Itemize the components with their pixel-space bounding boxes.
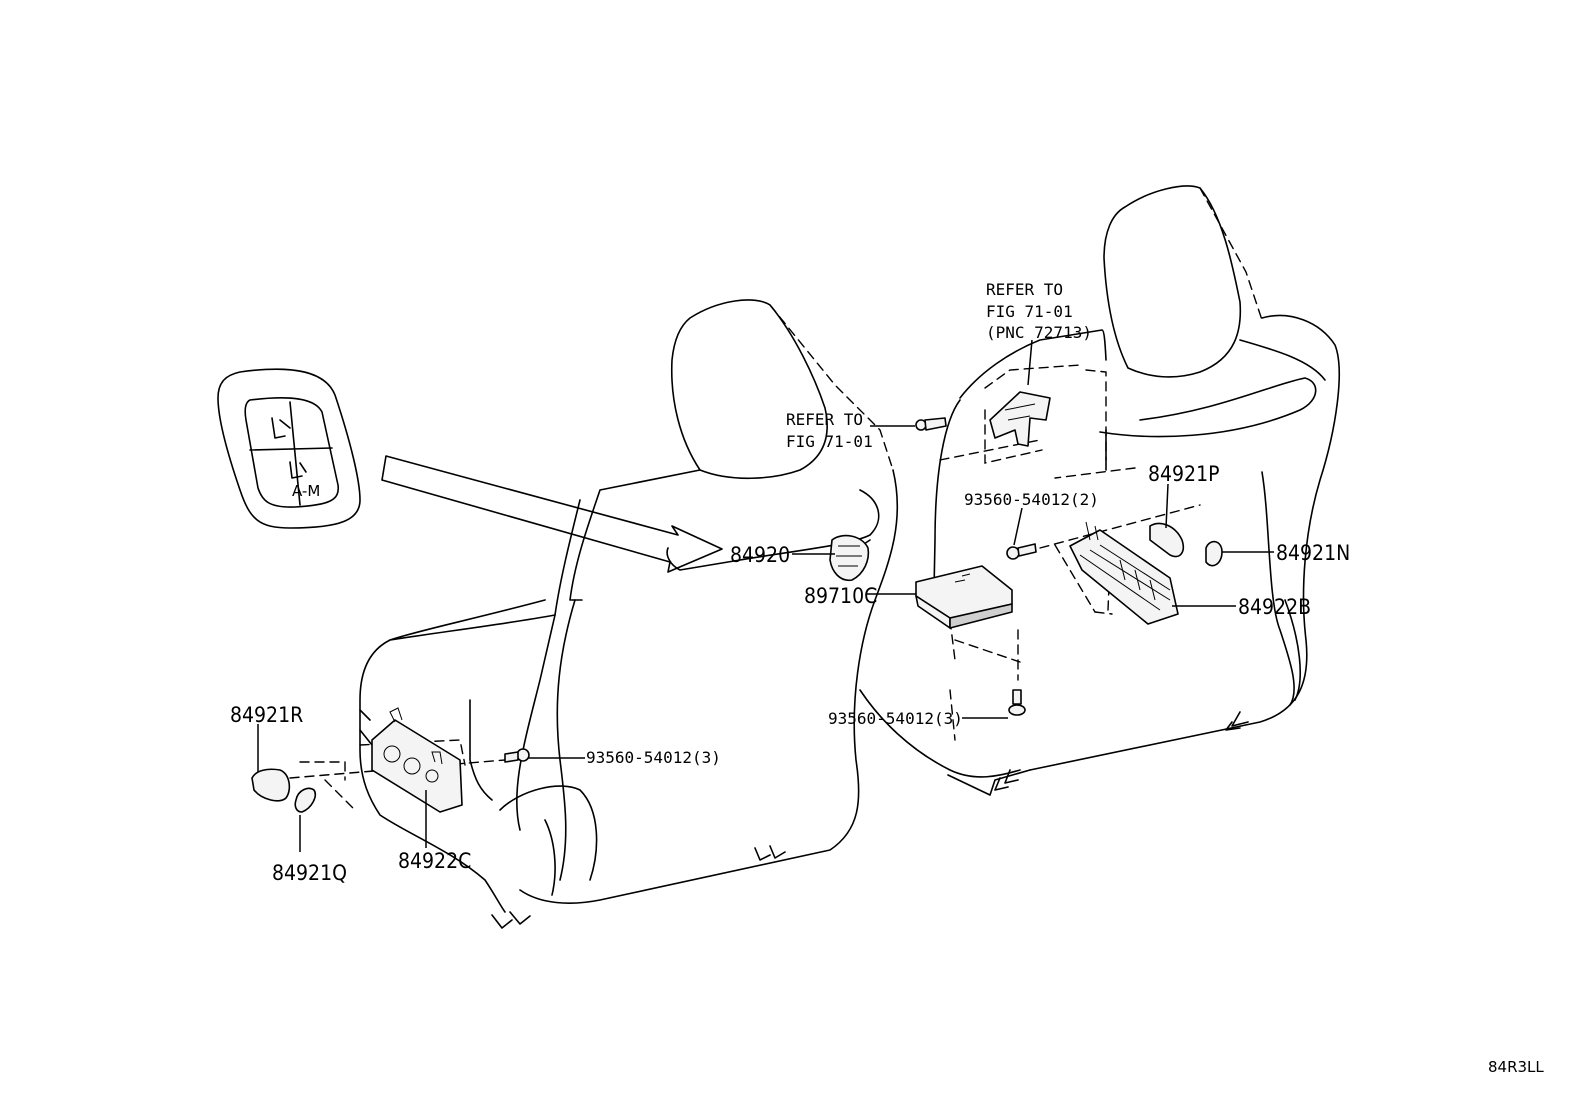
label-bolt-93560-3-right: 93560-54012(3)	[828, 709, 963, 728]
label-84921n: 84921N	[1276, 541, 1350, 565]
diagram-code: 84R3LL	[1488, 1058, 1544, 1076]
screw-93560-2	[1006, 543, 1037, 560]
label-84922b: 84922B	[1238, 595, 1311, 619]
refer-left-line2: FIG 71-01	[786, 432, 873, 451]
refer-top-line1: REFER TO	[986, 280, 1063, 299]
screw-refer	[915, 417, 947, 431]
rear-seat-outline	[859, 185, 1340, 796]
refer-left-line1: REFER TO	[786, 410, 863, 429]
part-84921n-knob	[1205, 540, 1223, 567]
part-89710c-module	[915, 565, 1013, 629]
inset-switch-caption: A-M	[292, 482, 320, 500]
label-bolt-93560-2: 93560-54012(2)	[964, 490, 1099, 509]
part-84921q-knob	[294, 787, 317, 813]
label-84921q: 84921Q	[272, 861, 347, 885]
part-84921r-knob	[251, 768, 291, 802]
label-84922c: 84922C	[398, 849, 471, 873]
label-89710c: 89710C	[804, 584, 877, 608]
part-84920-switch	[829, 534, 870, 582]
callout-arrow	[381, 455, 723, 573]
front-seat-outline	[289, 299, 899, 929]
part-84922c-switch-assembly	[371, 707, 463, 813]
label-84920: 84920	[730, 543, 790, 567]
label-84921r: 84921R	[230, 703, 303, 727]
seat-switch-inset: A-M	[217, 368, 361, 529]
label-bolt-93560-3-left: 93560-54012(3)	[586, 748, 721, 767]
label-84921p: 84921P	[1148, 462, 1219, 486]
part-84922b-switch-assembly	[1069, 521, 1179, 625]
refer-top-line3: (PNC 72713)	[986, 323, 1092, 342]
part-84921p-knob	[1149, 522, 1185, 558]
refer-top-line2: FIG 71-01	[986, 302, 1073, 321]
screw-93560-3-right	[1008, 689, 1026, 716]
leader-lines	[257, 339, 1274, 852]
screw-93560-3-left	[504, 748, 530, 763]
bracket-72713	[989, 391, 1051, 447]
